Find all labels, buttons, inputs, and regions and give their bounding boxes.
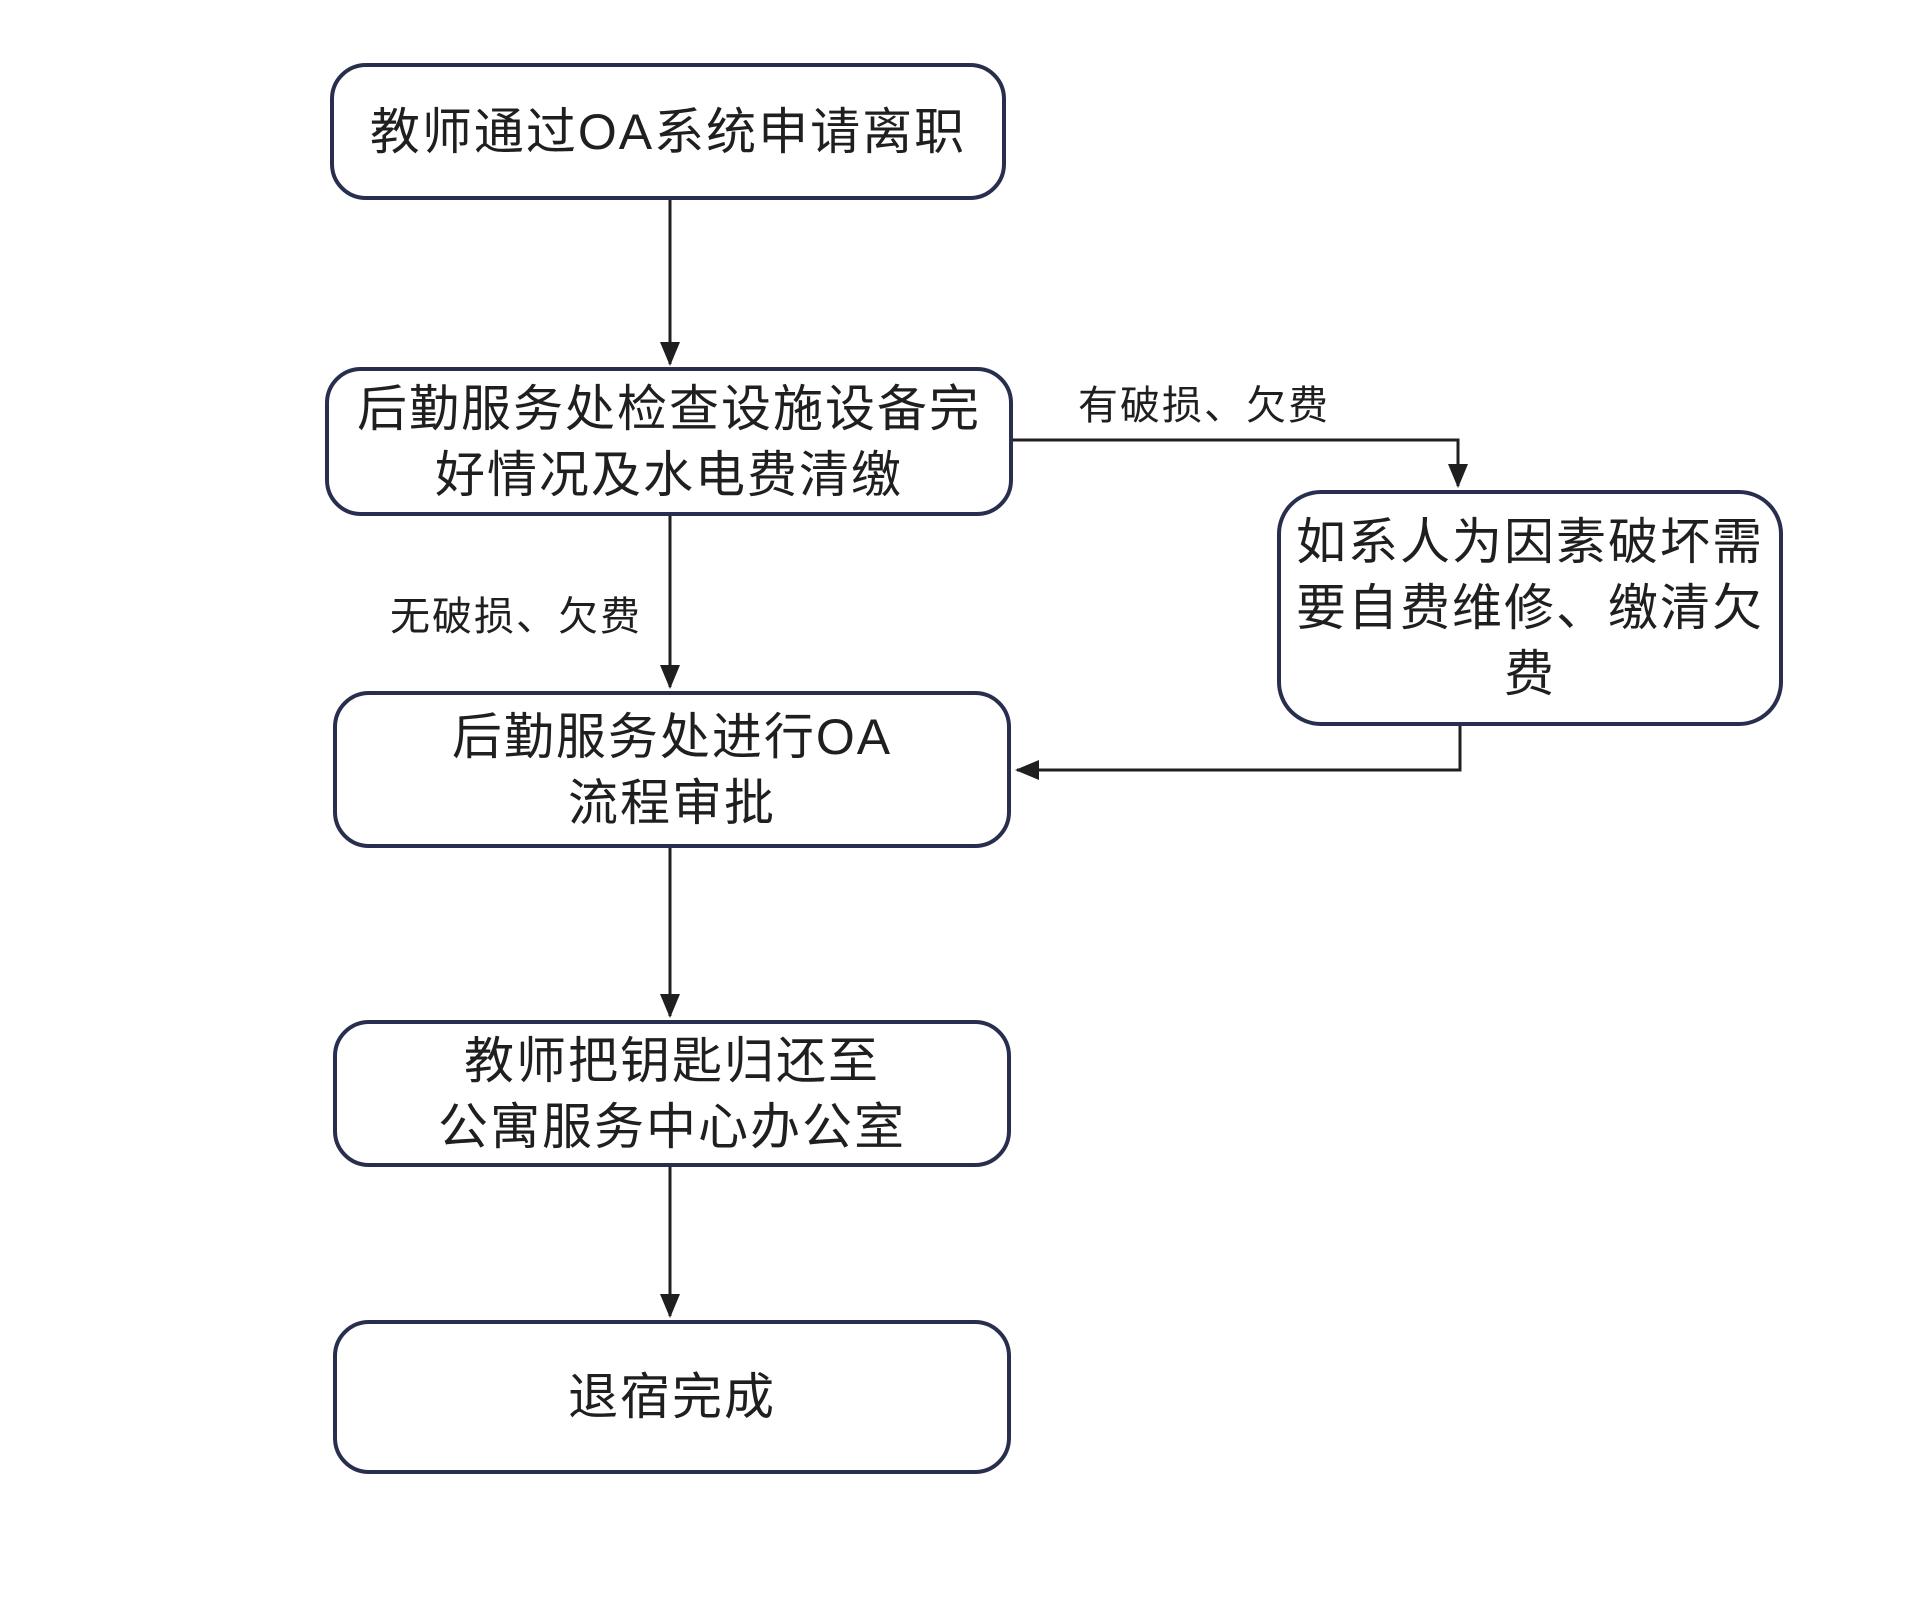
node-self-pay-repair: 如系人为因素破坏需 要自费维修、缴清欠 费 <box>1277 490 1783 726</box>
node-text-line: 好情况及水电费清缴 <box>435 446 903 503</box>
node-text-line: 流程审批 <box>568 774 776 831</box>
node-text-line: 教师通过OA系统申请离职 <box>369 103 967 160</box>
node-return-keys: 教师把钥匙归还至 公寓服务中心办公室 <box>333 1020 1011 1167</box>
node-oa-approval: 后勤服务处进行OA 流程审批 <box>333 691 1011 848</box>
node-inspect-facilities: 后勤服务处检查设施设备完 好情况及水电费清缴 <box>325 367 1013 516</box>
node-text-line: 后勤服务处进行OA <box>451 708 893 765</box>
edge-label-no-issue: 无破损、欠费 <box>390 595 642 639</box>
node-apply-resignation: 教师通过OA系统申请离职 <box>330 63 1006 200</box>
edge-label-has-issue: 有破损、欠费 <box>1078 384 1330 428</box>
node-text-line: 教师把钥匙归还至 <box>464 1032 880 1089</box>
edge-inspect-to-selfpay <box>1013 438 1468 488</box>
node-text-line: 公寓服务中心办公室 <box>438 1098 906 1155</box>
edge-selfpay-to-approval <box>1015 726 1462 780</box>
node-text-line: 退宿完成 <box>568 1369 776 1425</box>
node-checkout-complete: 退宿完成 <box>333 1320 1011 1474</box>
node-text-line: 如系人为因素破坏需 <box>1296 514 1764 570</box>
node-text-line: 费 <box>1504 646 1556 702</box>
node-text-line: 后勤服务处检查设施设备完 <box>357 380 981 437</box>
node-text-line: 要自费维修、缴清欠 <box>1296 580 1764 636</box>
